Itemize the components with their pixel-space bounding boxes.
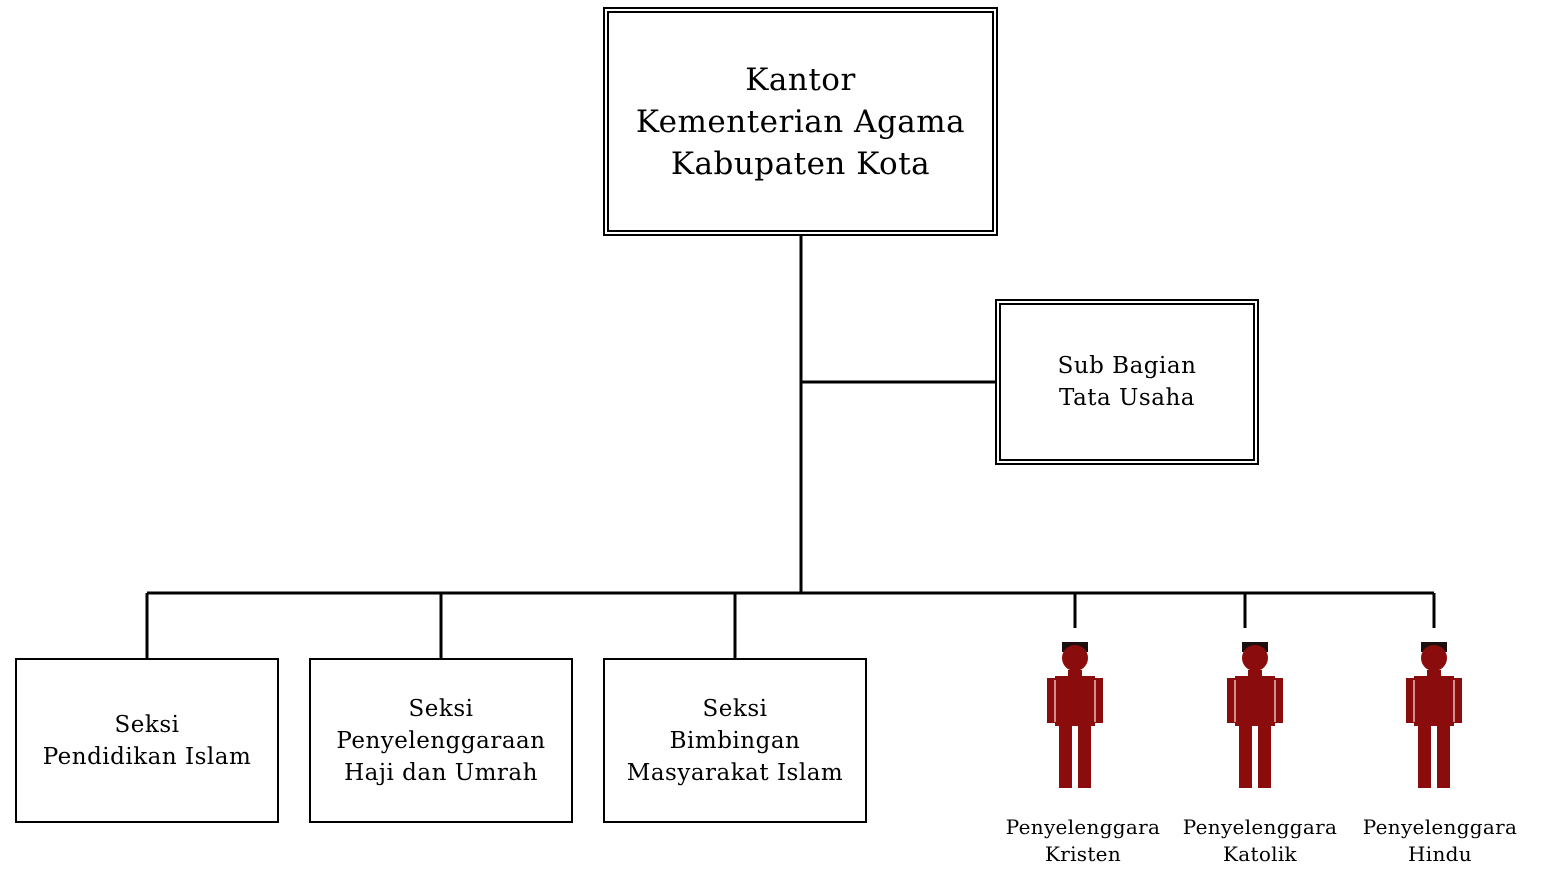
top-office-line-1: Kantor <box>745 61 856 98</box>
unit-line: Haji dan Umrah <box>344 759 538 786</box>
unit-line: Seksi <box>114 711 180 738</box>
staff-label-line: Penyelenggara <box>1005 815 1161 839</box>
unit-box-pendidikan-islam: Seksi Pendidikan Islam <box>15 658 279 823</box>
person-icon <box>1227 642 1283 788</box>
unit-box-bimbingan-masyarakat: Seksi Bimbingan Masyarakat Islam <box>603 658 867 823</box>
sub-bagian-line-2: Tata Usaha <box>1059 385 1195 411</box>
unit-line: Penyelenggaraan <box>336 727 546 754</box>
staff-label-line: Kristen <box>1044 842 1122 866</box>
staff-label-line: Hindu <box>1408 842 1472 866</box>
top-office-line-2: Kementerian Agama <box>635 103 966 140</box>
unit-box-haji-umrah: Seksi Penyelenggaraan Haji dan Umrah <box>309 658 573 823</box>
unit-line: Masyarakat Islam <box>626 759 844 786</box>
person-icon <box>1047 642 1103 788</box>
unit-line: Pendidikan Islam <box>42 743 252 770</box>
sub-bagian-box: Sub Bagian Tata Usaha <box>995 299 1259 465</box>
person-icon <box>1406 642 1462 788</box>
staff-label-hindu: Penyelenggara Hindu <box>1352 814 1528 868</box>
top-office-box: Kantor Kementerian Agama Kabupaten Kota <box>603 7 998 236</box>
unit-line: Bimbingan <box>669 727 801 754</box>
staff-label-line: Penyelenggara <box>1362 815 1518 839</box>
staff-label-line: Penyelenggara <box>1182 815 1338 839</box>
staff-label-katolik: Penyelenggara Katolik <box>1172 814 1348 868</box>
staff-label-line: Katolik <box>1223 842 1297 866</box>
unit-line: Seksi <box>408 695 474 722</box>
top-office-line-3: Kabupaten Kota <box>670 145 931 182</box>
sub-bagian-line-1: Sub Bagian <box>1057 353 1197 379</box>
unit-line: Seksi <box>702 695 768 722</box>
staff-label-kristen: Penyelenggara Kristen <box>995 814 1171 868</box>
